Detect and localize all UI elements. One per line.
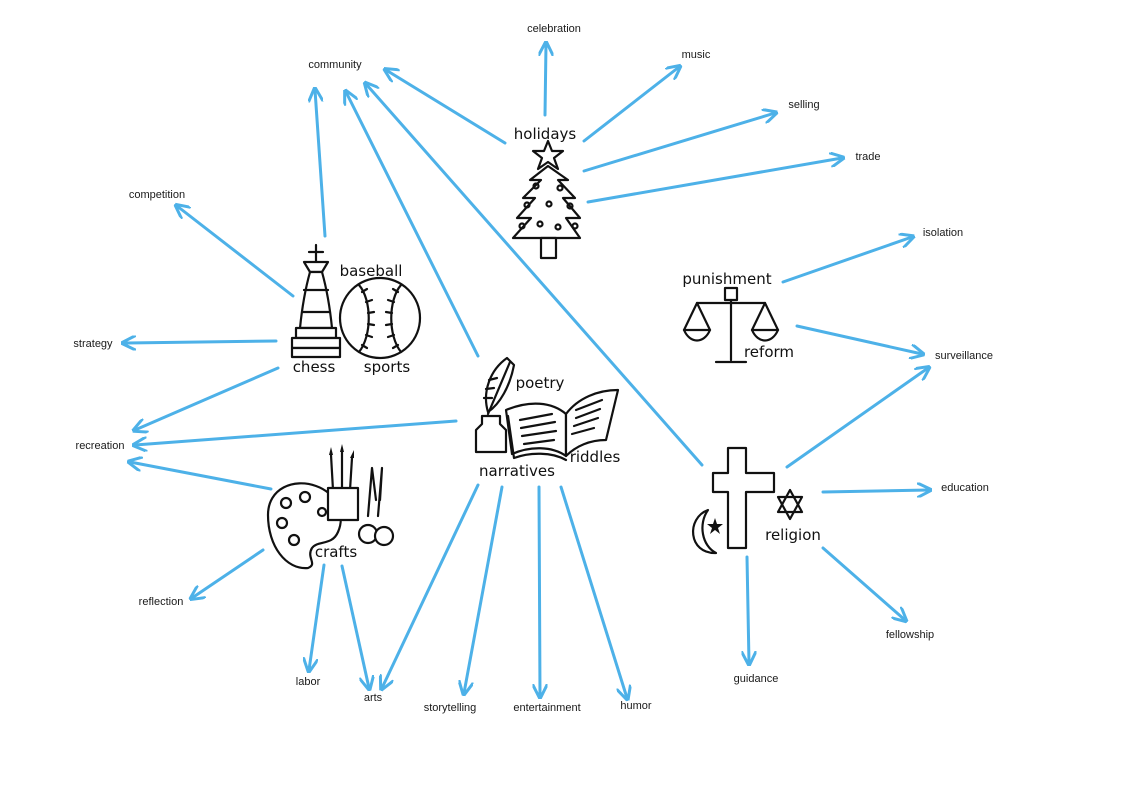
paintbrushes-cup-icon xyxy=(326,444,360,522)
hub-label-religion: religion xyxy=(765,526,821,544)
arrow-reform-surveillance xyxy=(795,324,922,354)
arrow-holidays-celebration xyxy=(545,44,546,117)
arrow-holidays-trade xyxy=(586,158,842,204)
hub-label-poetry: poetry xyxy=(516,374,565,392)
term-isolation: isolation xyxy=(923,227,963,239)
term-entertainment: entertainment xyxy=(513,702,580,714)
scissors-icon xyxy=(357,466,395,547)
hub-label-reform: reform xyxy=(744,343,794,361)
quill-inkwell-icon xyxy=(474,356,516,454)
term-recreation: recreation xyxy=(76,440,125,452)
arrow-religion-surveillance xyxy=(785,368,928,469)
baseball-icon xyxy=(338,276,422,360)
hub-label-riddles: riddles xyxy=(570,448,621,466)
term-selling: selling xyxy=(788,99,819,111)
paint-palette-icon xyxy=(266,482,342,570)
arrow-crafts-labor xyxy=(309,563,326,670)
term-strategy: strategy xyxy=(73,338,113,350)
term-competition: competition xyxy=(129,189,185,201)
arrow-holidays-community xyxy=(386,70,507,145)
star-of-david-icon xyxy=(776,488,804,521)
term-trade: trade xyxy=(855,151,880,163)
term-labor: labor xyxy=(296,676,321,688)
christmas-tree-icon xyxy=(511,139,582,260)
cross-icon xyxy=(711,446,776,550)
arrow-narratives-humor xyxy=(559,485,627,698)
term-education: education xyxy=(941,482,989,494)
arrow-crafts-reflection xyxy=(192,548,265,598)
term-surveillance: surveillance xyxy=(935,350,993,362)
arrow-religion-community xyxy=(366,84,704,467)
term-music: music xyxy=(682,49,711,61)
arrow-narratives-arts xyxy=(382,483,480,688)
arrow-narratives-recreation xyxy=(135,419,458,445)
arrow-narratives-storytelling xyxy=(464,485,504,693)
hub-label-chess: chess xyxy=(293,358,336,376)
arrow-chess-community xyxy=(315,90,327,238)
arrow-religion-fellowship xyxy=(821,546,905,620)
arrow-chess-recreation xyxy=(135,366,280,430)
arrow-holidays-music xyxy=(582,67,679,143)
hub-label-crafts: crafts xyxy=(315,543,358,561)
term-arts: arts xyxy=(364,692,383,704)
hub-label-punishment: punishment xyxy=(682,270,771,288)
hub-label-narratives: narratives xyxy=(479,462,555,480)
term-humor: humor xyxy=(620,700,652,712)
crescent-star-icon xyxy=(692,508,723,555)
arrow-narratives-community xyxy=(346,92,480,358)
hub-label-holidays: holidays xyxy=(514,125,577,143)
term-reflection: reflection xyxy=(139,596,184,608)
scales-of-justice-icon xyxy=(682,286,780,364)
arrow-punishment-isolation xyxy=(781,237,912,284)
term-fellowship: fellowship xyxy=(886,629,934,641)
arrow-religion-guidance xyxy=(747,555,749,663)
term-community: community xyxy=(308,59,362,71)
hub-label-sports: sports xyxy=(364,358,411,376)
arrow-holidays-selling xyxy=(582,113,775,173)
hub-label-baseball: baseball xyxy=(340,262,403,280)
arrow-chess-strategy xyxy=(124,341,278,343)
arrow-religion-education xyxy=(821,490,929,492)
chess-king-icon xyxy=(290,243,342,359)
term-storytelling: storytelling xyxy=(424,702,477,714)
arrow-chess-competition xyxy=(177,206,295,298)
arrow-narratives-entertainment xyxy=(539,485,540,696)
term-celebration: celebration xyxy=(527,23,581,35)
open-book-icon xyxy=(504,388,620,462)
arrow-crafts-recreation xyxy=(130,462,273,491)
arrow-layer xyxy=(124,44,929,698)
arrow-crafts-arts xyxy=(340,564,369,688)
term-guidance: guidance xyxy=(734,673,779,685)
